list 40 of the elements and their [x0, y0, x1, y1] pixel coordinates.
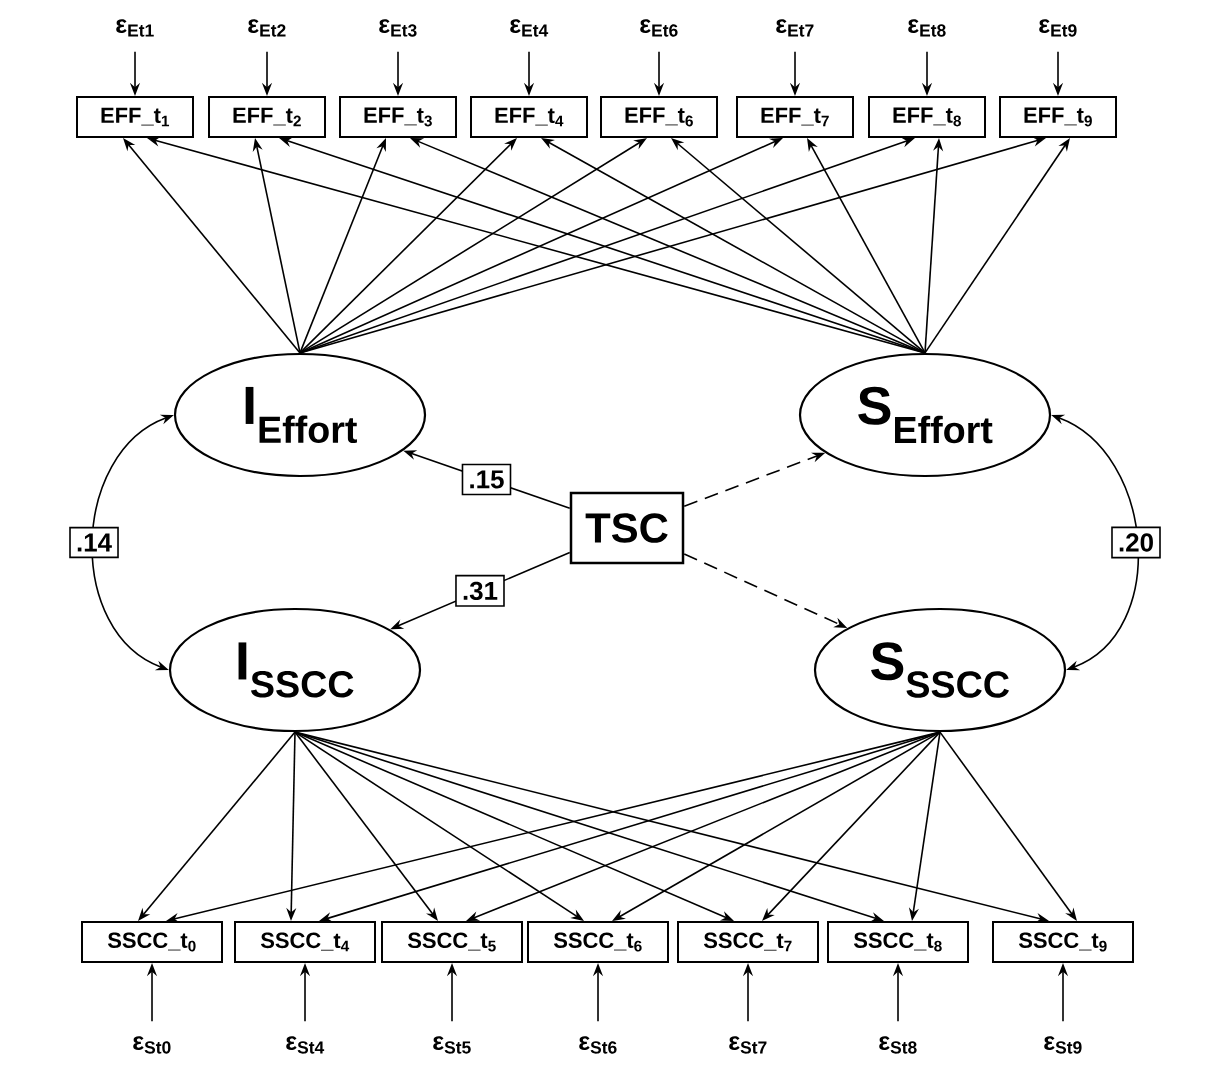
indicator-box: SSCC_t$_{9}$ [992, 921, 1134, 963]
path-coefficient: .14 [69, 526, 119, 559]
path-arrow [762, 731, 941, 921]
path-coefficient: .15 [461, 463, 512, 496]
error-term: ε$_{St0}$ [133, 1036, 171, 1054]
error-term: ε$_{Et3}$ [379, 19, 417, 37]
error-term: ε$_{Et7}$ [776, 19, 814, 37]
path-arrow [123, 138, 301, 354]
indicator-box: SSCC_t$_{5}$ [381, 921, 523, 963]
error-term: ε$_{St5}$ [433, 1036, 471, 1054]
error-term: ε$_{St7}$ [729, 1036, 767, 1054]
error-term: ε$_{Et1}$ [116, 19, 154, 37]
error-term: ε$_{Et8}$ [908, 19, 946, 37]
indicator-box: SSCC_t$_{7}$ [677, 921, 819, 963]
indicator-box: EFF_t$_{3}$ [339, 96, 457, 138]
indicator-box: SSCC_t$_{6}$ [527, 921, 669, 963]
indicator-box: SSCC_t$_{0}$ [81, 921, 223, 963]
indicator-box: EFF_t$_{2}$ [208, 96, 326, 138]
indicator-box: SSCC_t$_{4}$ [234, 921, 376, 963]
error-term: ε$_{St6}$ [579, 1036, 617, 1054]
error-term: ε$_{St9}$ [1044, 1036, 1082, 1054]
indicator-box: EFF_t$_{7}$ [736, 96, 854, 138]
indicator-box: EFF_t$_{6}$ [600, 96, 718, 138]
error-term: ε$_{Et6}$ [640, 19, 678, 37]
predictor-box: TSC [569, 491, 685, 565]
indicator-box: EFF_t$_{4}$ [470, 96, 588, 138]
indicator-box: EFF_t$_{9}$ [999, 96, 1117, 138]
error-term: ε$_{Et4}$ [510, 19, 549, 37]
path-coefficient: .20 [1111, 526, 1161, 559]
error-term: ε$_{St8}$ [879, 1036, 917, 1054]
indicator-box: EFF_t$_{8}$ [868, 96, 986, 138]
error-term: ε$_{St4}$ [286, 1036, 325, 1054]
error-term: ε$_{Et9}$ [1039, 19, 1077, 37]
path-arrow [138, 731, 296, 921]
path-arrow [299, 138, 517, 354]
indicator-box: EFF_t$_{1}$ [76, 96, 194, 138]
error-term: ε$_{Et2}$ [248, 19, 286, 37]
indicator-box: SSCC_t$_{8}$ [827, 921, 969, 963]
path-arrow [671, 138, 926, 354]
path-coefficient: .31 [455, 574, 505, 607]
